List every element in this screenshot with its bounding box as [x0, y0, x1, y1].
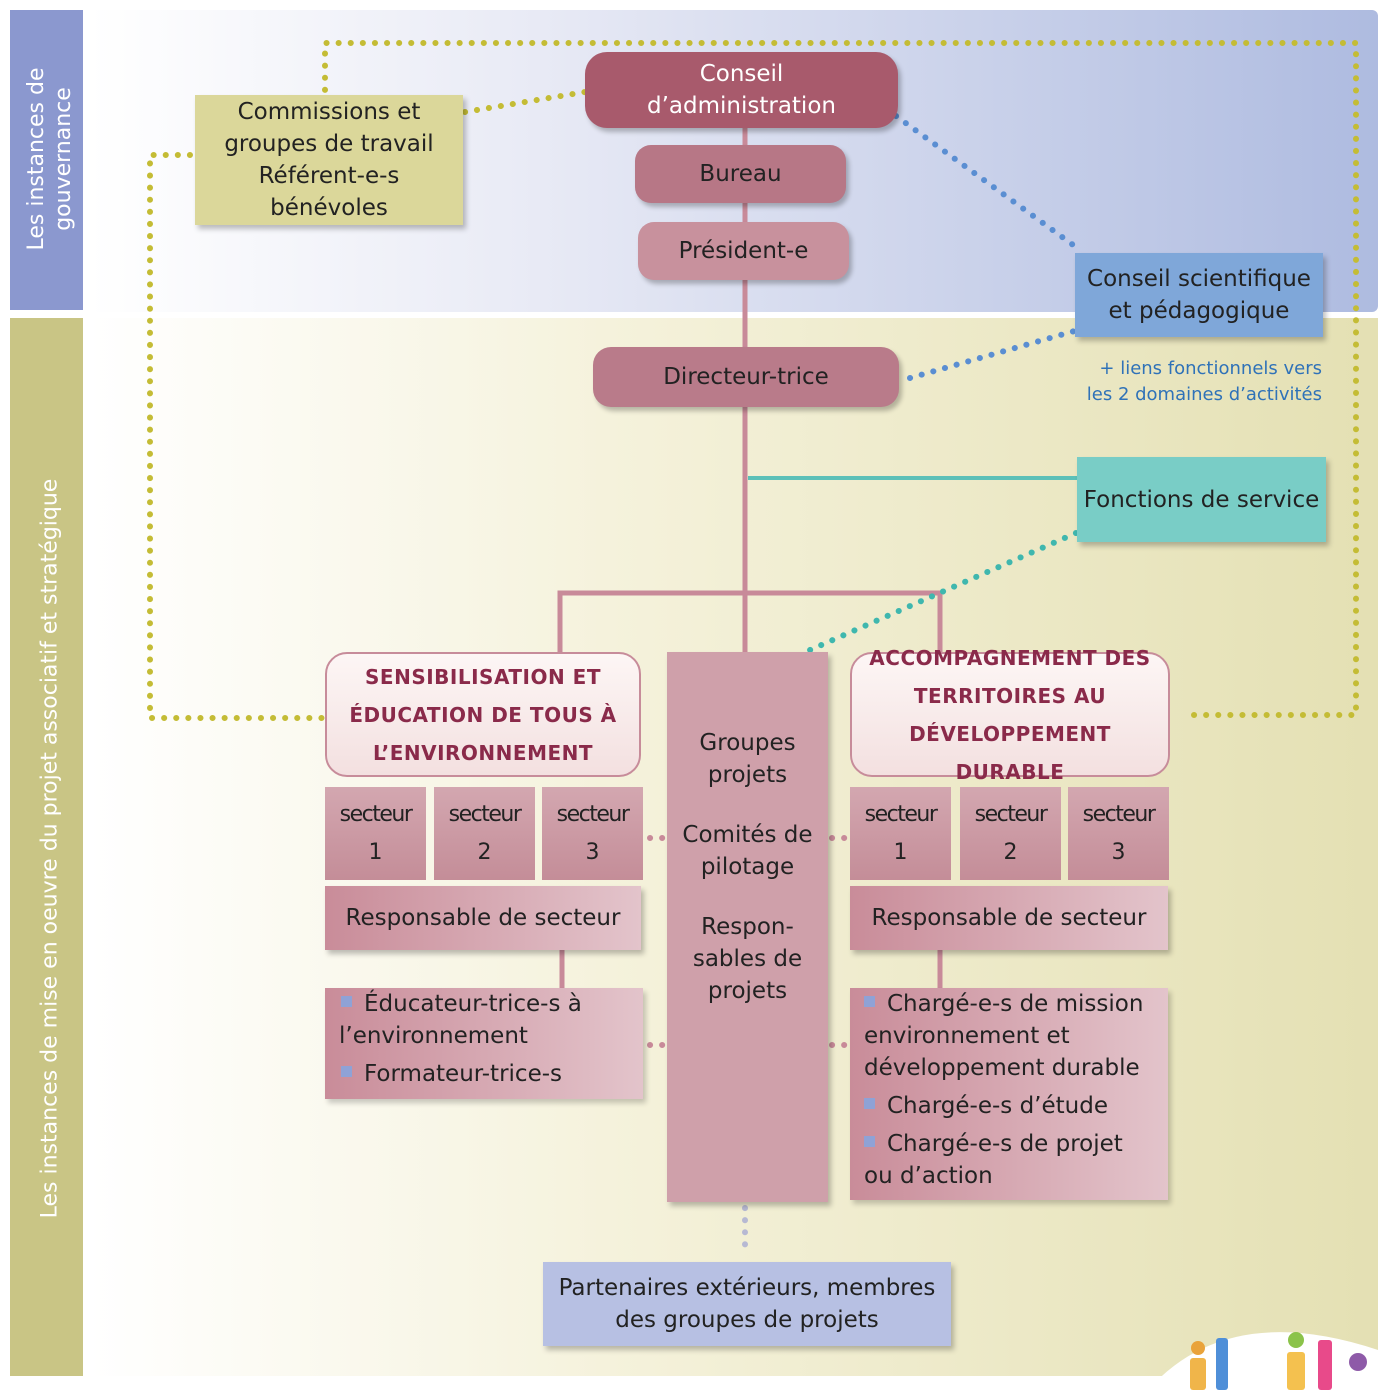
- list-item: Chargé-e-s de mission: [864, 988, 1168, 1020]
- right-staff-list: Chargé-e-s de mission environnement et d…: [850, 988, 1168, 1200]
- bullet-icon: [341, 996, 352, 1007]
- list-item-cont: environnement et: [864, 1023, 1070, 1049]
- conseil-administration-box: Conseil d’administration: [585, 52, 898, 128]
- list-item-cont: ou d’action: [864, 1163, 993, 1189]
- bullet-icon: [864, 996, 875, 1007]
- bullet-icon: [864, 1098, 875, 1109]
- people-logo-icon: [1148, 1332, 1378, 1390]
- conseil-scientifique-box: Conseil scientifique et pédagogique: [1075, 253, 1323, 337]
- list-item: Chargé-e-s d’étude: [864, 1090, 1168, 1122]
- list-item-cont: l’environnement: [339, 1023, 528, 1049]
- right-sector-2: secteur 2: [960, 787, 1061, 880]
- domain-left-title: Sensibilisation et Éducation de Tous à l…: [325, 652, 641, 777]
- list-item: Chargé-e-s de projet: [864, 1128, 1168, 1160]
- list-item: Éducateur-trice-s à: [341, 988, 643, 1020]
- right-responsable-box: Responsable de secteur: [850, 886, 1168, 950]
- partenaires-box: Partenaires extérieurs, membres des grou…: [543, 1262, 951, 1346]
- left-responsable-box: Responsable de secteur: [325, 886, 641, 950]
- right-sector-1: secteur 1: [850, 787, 951, 880]
- left-sector-1: secteur 1: [325, 787, 426, 880]
- directeur-box: Directeur-trice: [593, 347, 899, 407]
- bureau-box: Bureau: [635, 145, 846, 203]
- operations-band-side: [10, 318, 83, 1376]
- list-item: Formateur-trice-s: [341, 1058, 643, 1090]
- governance-band-side: [10, 10, 83, 310]
- commissions-box: Commissions et groupes de travail Référe…: [195, 95, 463, 225]
- domain-right-title: Accompagnement des Territoires au Dévelo…: [850, 646, 1170, 784]
- left-sector-3: secteur 3: [542, 787, 643, 880]
- fonctions-service-box: Fonctions de service: [1077, 457, 1326, 542]
- bullet-icon: [341, 1066, 352, 1077]
- left-staff-list: Éducateur-trice-s à l’environnement Form…: [325, 988, 643, 1099]
- bullet-icon: [864, 1136, 875, 1147]
- list-item-cont: développement durable: [864, 1055, 1140, 1081]
- center-column: Groupes projets Comités de pilotage Resp…: [667, 652, 828, 1202]
- right-sector-3: secteur 3: [1068, 787, 1169, 880]
- liens-note: + liens fonctionnels vers les 2 domaines…: [1086, 358, 1322, 405]
- president-box: Président-e: [638, 222, 849, 280]
- left-sector-2: secteur 2: [434, 787, 535, 880]
